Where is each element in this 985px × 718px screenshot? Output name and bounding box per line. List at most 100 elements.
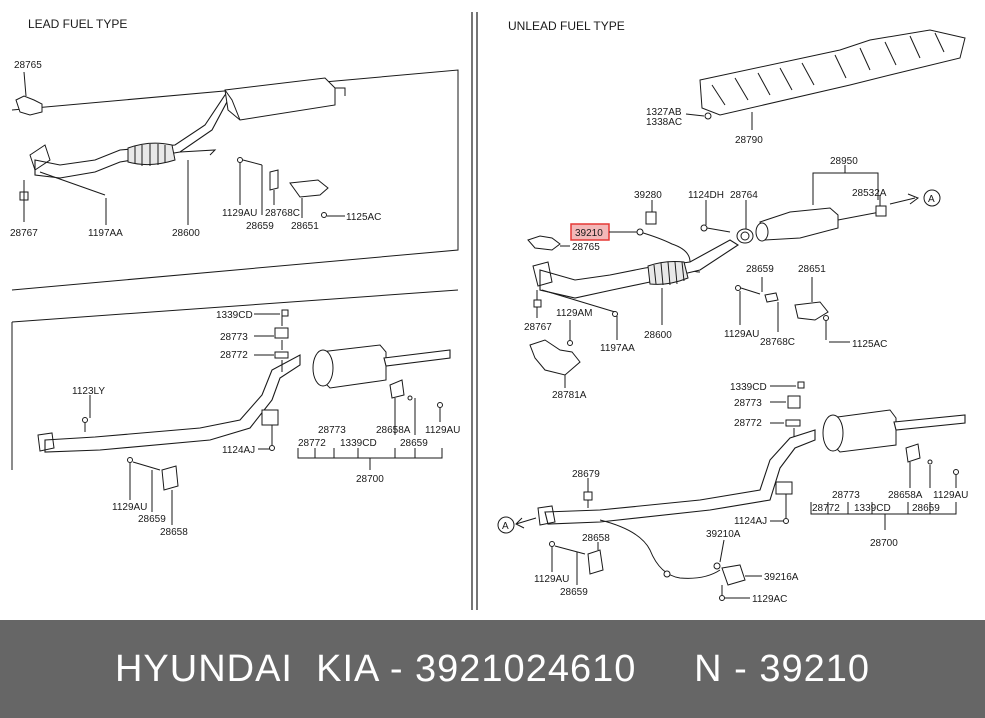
part-label: 28773	[220, 332, 248, 343]
right-bolt-group	[735, 277, 850, 343]
part-label: 28773	[318, 425, 346, 436]
part-label: 1339CD	[340, 438, 377, 449]
part-label-highlighted: 39210	[575, 228, 603, 239]
part-label: 1124DH	[688, 190, 724, 201]
leader-line	[685, 113, 705, 117]
bracket-28781A	[529, 320, 581, 376]
left-panel-header: LEAD FUEL TYPE	[28, 17, 127, 31]
part-number-banner: HYUNDAI KIA - 3921024610 N - 39210	[0, 620, 985, 718]
right-panel-header: UNLEAD FUEL TYPE	[508, 19, 625, 33]
part-label: 28658	[582, 533, 610, 544]
part-label: 28767	[524, 322, 552, 333]
part-label: 39216A	[764, 572, 799, 583]
part-label: 1123LY	[72, 386, 105, 397]
arrow-from-A	[515, 517, 537, 529]
connector-label: A	[928, 194, 935, 205]
part-label: 28658A	[888, 490, 923, 501]
left-muffler-rear	[312, 344, 451, 389]
diagram-background	[0, 0, 985, 620]
part-label: 28600	[644, 330, 672, 341]
right-rear-hangers	[583, 443, 959, 524]
part-label: 28659	[400, 438, 428, 449]
part-label: 28700	[356, 474, 384, 485]
part-label: 1129AU	[724, 329, 759, 340]
part-label: 28767	[10, 228, 38, 239]
part-label: 28679	[572, 469, 600, 480]
part-label: 28659	[746, 264, 774, 275]
part-label: 1125AC	[346, 212, 381, 223]
exhaust-diagram: LEAD FUEL TYPE UNLEAD FUEL TYPE	[0, 0, 985, 620]
part-label: 1197AA	[88, 228, 123, 239]
arrow-to-A	[889, 193, 920, 205]
connector-label: A	[502, 521, 509, 532]
right-rear-pipe	[537, 429, 816, 526]
rear-sensor-39210A	[599, 519, 762, 601]
part-label: 28772	[812, 503, 840, 514]
part-label: 1339CD	[216, 310, 253, 321]
connector-circle-A	[497, 516, 515, 534]
part-label: 39280	[634, 190, 662, 201]
bolt-1124DH	[700, 224, 731, 233]
left-hanger-stack	[274, 309, 289, 372]
heat-shield-bolt	[704, 112, 712, 120]
part-label: 1339CD	[730, 382, 767, 393]
part-label: 28659	[138, 514, 166, 525]
right-front-pipe	[532, 239, 740, 313]
left-bolt-group	[237, 157, 345, 218]
part-label: 28773	[832, 490, 860, 501]
part-label: 28700	[870, 538, 898, 549]
part-label: 28781A	[552, 390, 587, 401]
left-lower-frame	[11, 289, 459, 323]
part-label: 39210A	[706, 529, 741, 540]
connector-circle-A	[923, 189, 941, 207]
gasket-28764	[736, 228, 754, 244]
part-label: 28659	[246, 221, 274, 232]
part-label: 28658	[160, 527, 188, 538]
part-label: 28659	[912, 503, 940, 514]
part-label: 28768C	[760, 337, 795, 348]
hanger-28765-right	[527, 235, 561, 251]
bolt-1197AA	[612, 311, 618, 317]
part-label: 28658A	[376, 425, 411, 436]
part-label: 1124AJ	[222, 445, 255, 456]
part-label: 1129AU	[222, 208, 257, 219]
right-bottom-bolts	[549, 541, 604, 585]
leader-line	[23, 71, 27, 97]
part-label: 28773	[734, 398, 762, 409]
part-label: 28772	[220, 350, 248, 361]
part-label: 1125AC	[852, 339, 887, 350]
part-label: 1197AA	[600, 343, 635, 354]
part-label: 28659	[560, 587, 588, 598]
left-hanger-28765	[15, 95, 43, 116]
left-muffler-front	[224, 77, 346, 121]
part-label: 1327AB	[646, 107, 682, 118]
part-label: 28790	[735, 135, 763, 146]
part-label: 28532A	[852, 188, 887, 199]
part-label: 28764	[730, 190, 758, 201]
part-label: 28651	[798, 264, 826, 275]
part-label: 28772	[734, 418, 762, 429]
left-rear-hangers	[82, 379, 443, 451]
part-label: 1129AU	[933, 490, 968, 501]
part-label: 1129AU	[534, 574, 569, 585]
part-label: 28600	[172, 228, 200, 239]
heat-shield-28790	[699, 29, 966, 116]
left-bottom-bolts	[127, 457, 179, 525]
catalytic-converter	[755, 205, 887, 242]
bracket-28700-right	[810, 502, 957, 530]
bracket-28700	[297, 448, 443, 470]
part-label: 1129AU	[425, 425, 460, 436]
o2-sensor-assembly	[636, 211, 701, 273]
part-label: 1129AM	[556, 308, 593, 319]
part-label: 28651	[291, 221, 319, 232]
part-label: 1129AC	[752, 594, 787, 605]
nut-28767-right	[533, 299, 542, 308]
part-label: 1124AJ	[734, 516, 767, 527]
part-label: 1339CD	[854, 503, 891, 514]
part-label: 1338AC	[646, 117, 682, 128]
right-muffler-rear	[822, 409, 966, 453]
part-label: 28772	[298, 438, 326, 449]
part-label: 1129AU	[112, 502, 147, 513]
left-rear-pipe	[37, 354, 301, 453]
